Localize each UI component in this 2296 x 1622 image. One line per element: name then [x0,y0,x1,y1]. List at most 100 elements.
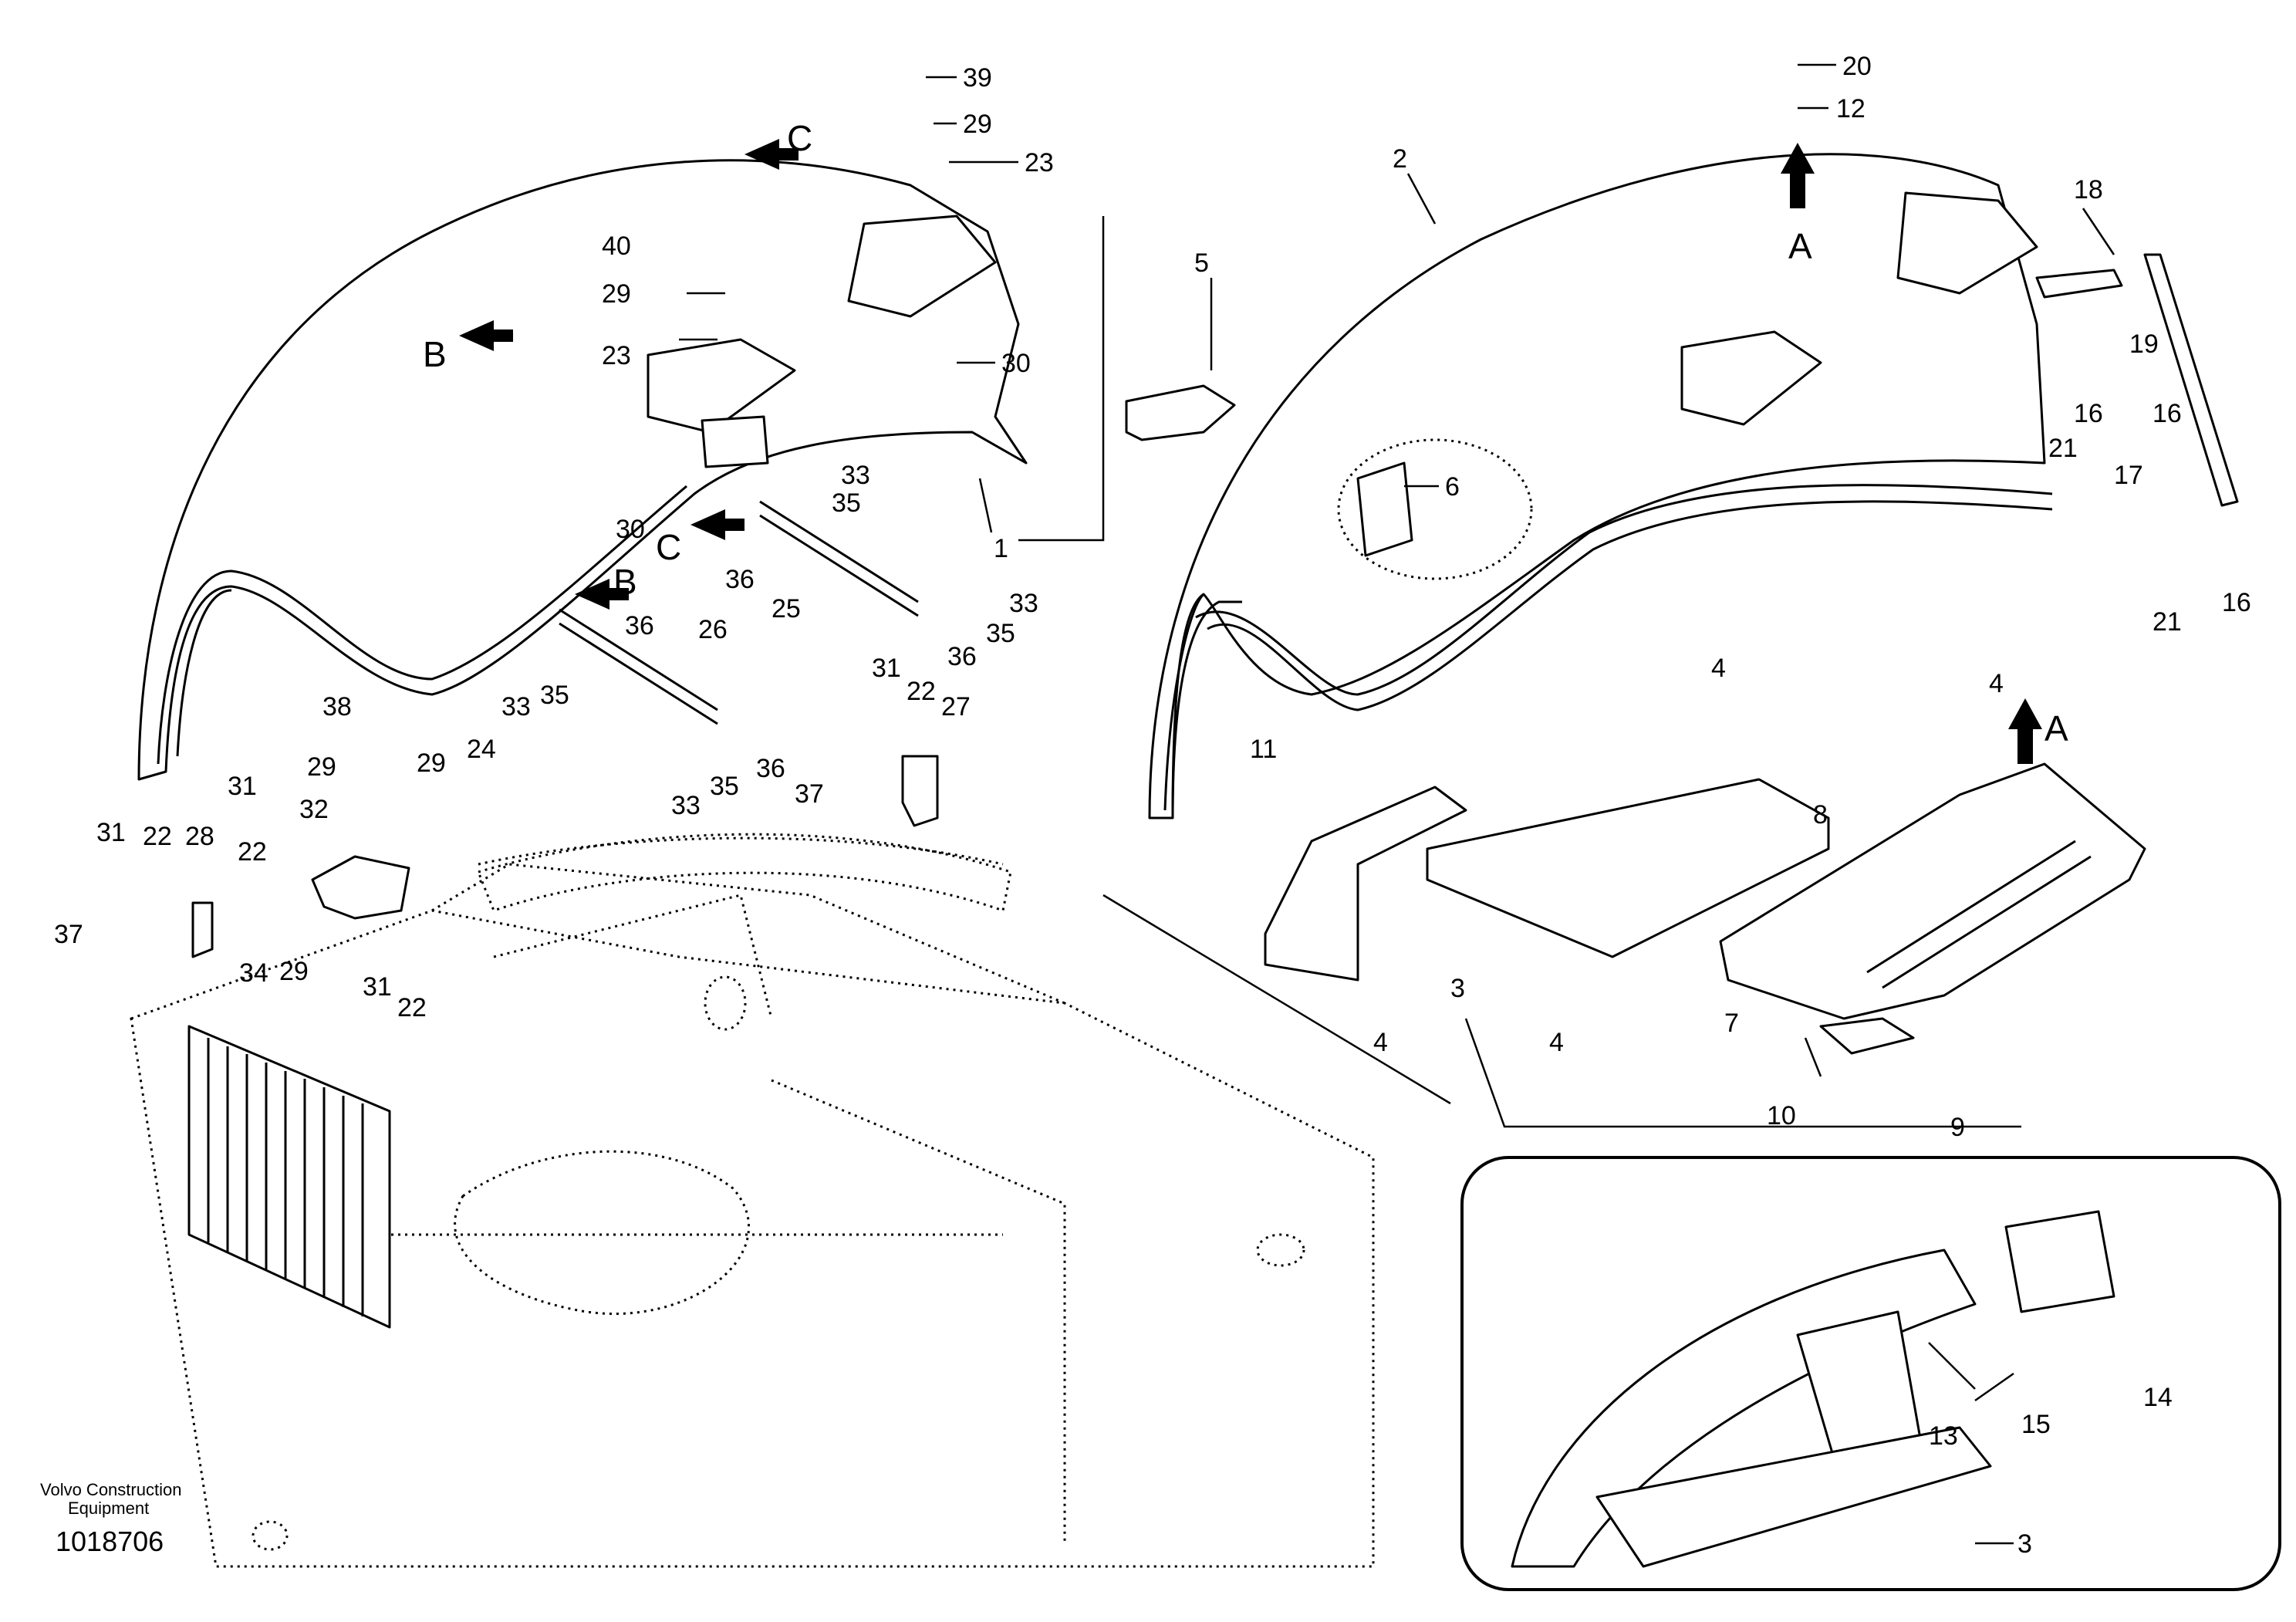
callout-4-a: 4 [1711,654,1726,683]
rubber-block-5 [1125,384,1236,441]
callout-33-c: 33 [501,692,531,721]
callout-16-c: 16 [2222,588,2251,617]
rear-curved-strip [476,833,1012,912]
callout-33-b: 33 [1009,589,1038,618]
callout-29-a: 29 [963,110,992,139]
callout-33-a: 33 [841,461,870,490]
support-rod-17 [2143,253,2239,507]
callout-15: 15 [2021,1410,2051,1439]
callout-12: 12 [1836,94,1866,123]
callout-18: 18 [2074,175,2103,204]
callout-39: 39 [963,63,992,93]
callout-29-e: 29 [279,957,309,986]
bracket-18 [2035,269,2123,299]
callout-21-a: 21 [2048,434,2078,463]
callout-11: 11 [1250,735,1277,764]
callout-22-c: 22 [238,837,267,867]
seal-11 [1171,600,1242,819]
callout-19: 19 [2129,329,2159,359]
callout-31-a: 31 [872,654,901,683]
callout-22-b: 22 [143,822,172,851]
plate-7 [1719,762,2146,1020]
view-letter-a-lower: A [2044,708,2068,748]
callout-29-d: 29 [417,748,446,778]
view-arrow-c-upper [745,139,799,170]
callout-26: 26 [698,615,728,644]
callout-31-b: 31 [228,772,257,801]
side-guard [1264,786,1467,982]
view-arrow-a-upper [1781,143,1815,208]
callout-33-d: 33 [671,791,701,820]
callout-8: 8 [1813,800,1828,830]
view-arrow-b-lower [575,579,629,610]
callout-35-a: 35 [832,488,861,518]
callout-22-a: 22 [907,677,936,706]
callout-2: 2 [1393,144,1407,174]
callout-22-d: 22 [397,993,427,1022]
callout-29-c: 29 [307,752,336,782]
callout-23-a: 23 [1025,148,1054,177]
hood-cover-right [1148,153,2053,819]
callout-14: 14 [2143,1383,2173,1412]
view-letter-b-lower: B [613,562,637,602]
callout-4-b: 4 [1989,669,2004,698]
callout-37-b: 37 [54,920,83,949]
bracket-28 [191,901,214,958]
callout-35-d: 35 [710,772,739,801]
view-arrow-a-lower [2008,698,2042,764]
view-arrow-b-upper [459,320,513,351]
callout-27: 27 [941,692,971,721]
callout-36-d: 36 [756,754,785,783]
callout-34: 34 [239,958,268,988]
callout-24: 24 [467,735,496,764]
view-letter-b-upper: B [423,334,447,374]
callout-20: 20 [1842,52,1872,81]
callout-31-d: 31 [363,972,392,1002]
company-name-line2: Equipment [68,1499,149,1518]
callout-31-c: 31 [96,818,126,847]
callout-23-b: 23 [602,341,631,370]
panel-3 [1426,778,1830,958]
callout-28: 28 [185,822,214,851]
callout-17: 17 [2114,461,2143,490]
callout-30-b: 30 [616,515,645,544]
callout-3-a: 3 [1450,974,1465,1003]
callout-35-b: 35 [986,619,1015,648]
callout-13: 13 [1929,1421,1958,1451]
callout-38: 38 [322,692,352,721]
callout-10: 10 [1767,1101,1796,1130]
view-letter-a-upper: A [1788,226,1812,266]
callout-36-c: 36 [625,611,654,640]
upper-frame-outline [130,836,1375,1568]
callout-1: 1 [994,534,1008,563]
callout-36-a: 36 [725,565,755,594]
gas-strut-26 [559,608,718,725]
callout-25: 25 [772,594,801,623]
view-letter-c-lower: C [656,527,681,567]
callout-4-d: 4 [1549,1028,1564,1057]
callout-30-a: 30 [1001,349,1031,378]
callout-leaders [679,63,2115,1545]
callout-37-a: 37 [795,779,824,809]
gas-strut-25 [759,500,919,617]
callout-16-a: 16 [2074,399,2103,428]
callout-labels: 39 29 23 40 29 23 30 30 33 35 36 25 1 33… [54,52,2251,1559]
company-name-line1: Volvo Construction [40,1480,181,1499]
callout-7: 7 [1724,1009,1739,1038]
callout-6: 6 [1445,472,1460,502]
bracket-27 [901,755,939,827]
callout-4-c: 4 [1373,1028,1388,1057]
callout-21-b: 21 [2152,607,2182,637]
callout-35-c: 35 [540,681,569,710]
callout-9: 9 [1950,1113,1965,1142]
detail-leader [1018,216,1105,542]
inset-detail-box [1460,1156,2281,1591]
view-letter-c-upper: C [787,118,812,158]
latch-6 [1356,461,1413,557]
callout-3-b: 3 [2017,1529,2032,1559]
radiator-grille [187,1025,391,1329]
callout-5: 5 [1194,248,1209,278]
spacer-10 [1819,1017,1915,1055]
hinge-bracket-32 [311,855,410,920]
